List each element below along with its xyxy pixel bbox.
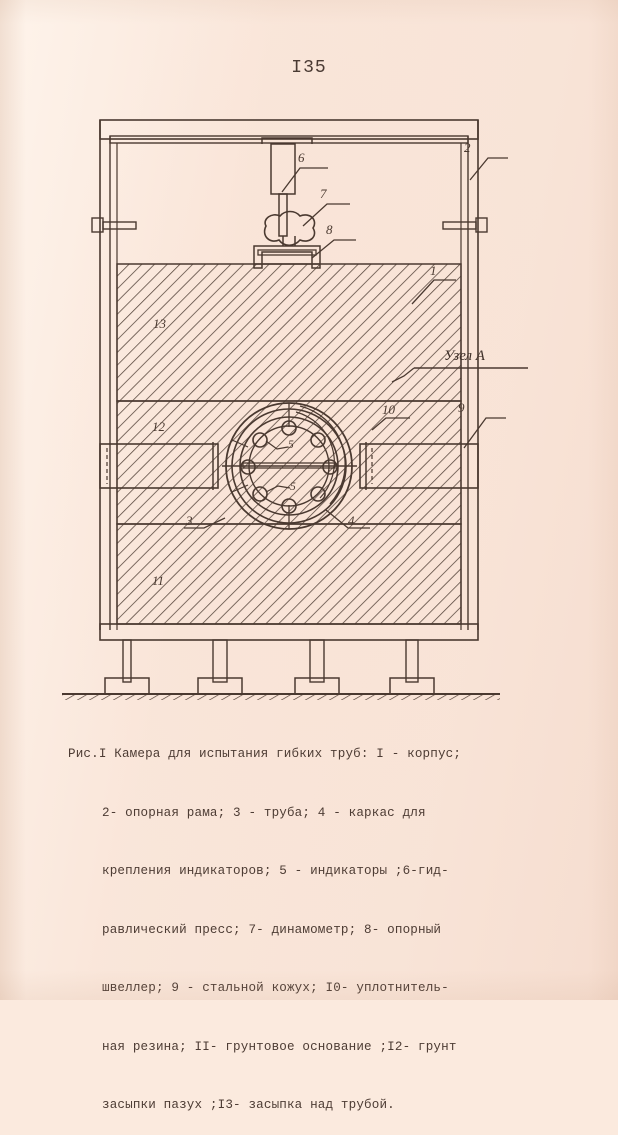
callout-label: 3 <box>185 513 193 528</box>
caption-line: засыпки пазух ;I3- засыпка над трубой. <box>102 1098 395 1112</box>
callout-label: 2 <box>464 140 471 155</box>
steel-casing-9-left <box>99 442 219 490</box>
callout-2: 2 <box>464 140 508 181</box>
pipe-and-indicator-assembly <box>222 402 357 530</box>
frame-tie-bolt-left <box>91 217 137 233</box>
callout-13: 13 <box>153 316 167 331</box>
caption-line: Рис.I Камера для испытания гибких труб: … <box>68 747 462 761</box>
callout-3: 3 <box>184 513 226 529</box>
callout-11: 11 <box>152 573 164 588</box>
callout-10: 10 <box>371 402 410 431</box>
leg-2 <box>197 639 243 695</box>
indicator-5-n <box>281 420 297 436</box>
callout-1: 1 <box>411 263 456 305</box>
callout-6: 6 <box>281 150 328 193</box>
figure-caption: Рис.I Камера для испытания гибких труб: … <box>68 706 546 1135</box>
soil-fill-11-ground-base <box>116 523 462 625</box>
caption-line: ная резина; II- грунтовое основание ;I2-… <box>102 1039 457 1054</box>
leg-1 <box>104 639 150 695</box>
callout-12: 12 <box>152 419 166 434</box>
callout-label: 8 <box>326 222 333 237</box>
base-slab-and-legs <box>62 623 500 700</box>
callout-label: 7 <box>320 186 327 201</box>
caption-line: 2- опорная рама; 3 - труба; 4 - каркас д… <box>102 805 426 820</box>
callout-label: 4 <box>348 513 355 528</box>
callout-label: 6 <box>298 150 305 165</box>
callout-7: 7 <box>302 186 350 227</box>
dynamometer-7 <box>263 210 316 247</box>
page-number: I35 <box>291 58 327 78</box>
frame-tie-bolt-right <box>442 217 488 233</box>
indicator-5-s <box>281 498 297 514</box>
support-channel-beam-8 <box>253 245 321 269</box>
indicator-5-ne <box>310 432 326 448</box>
callout-8: 8 <box>311 222 356 259</box>
callout-label: 10 <box>382 402 396 417</box>
indicator-5-se <box>310 486 326 502</box>
indicator-5-sw <box>252 486 268 502</box>
caption-line: равлический пресс; 7- динамометр; 8- опо… <box>102 922 442 937</box>
hydraulic-press-6 <box>261 137 313 237</box>
indicator-5-e <box>322 459 338 475</box>
callout-label: 1 <box>430 263 437 278</box>
caption-line: крепления индикаторов; 5 - индикаторы ;6… <box>102 864 449 878</box>
indicator-5-nw <box>252 432 268 448</box>
callout-label: 9 <box>458 400 465 415</box>
leg-4 <box>389 639 435 695</box>
soil-fill-13-over-pipe <box>116 263 462 402</box>
caption-line: швеллер; 9 - стальной кожух; I0- уплотни… <box>102 981 449 995</box>
support-frame-outer <box>99 119 479 630</box>
callout-5-lower: 5 <box>290 481 296 493</box>
leg-3 <box>294 639 340 695</box>
steel-casing-9-right <box>359 442 479 490</box>
callout-5-upper: 5 <box>288 439 294 451</box>
callout-4: 4 <box>325 509 370 529</box>
indicator-5-w <box>240 459 256 475</box>
callout-9: 9 <box>458 400 506 449</box>
node-a-annotation: Узел А <box>391 348 528 383</box>
node-a-label: Узел А <box>444 348 486 364</box>
figure-test-chamber-diagram: 6 2 7 8 1 13 12 10 9 3 4 11 5 5 <box>0 100 618 700</box>
